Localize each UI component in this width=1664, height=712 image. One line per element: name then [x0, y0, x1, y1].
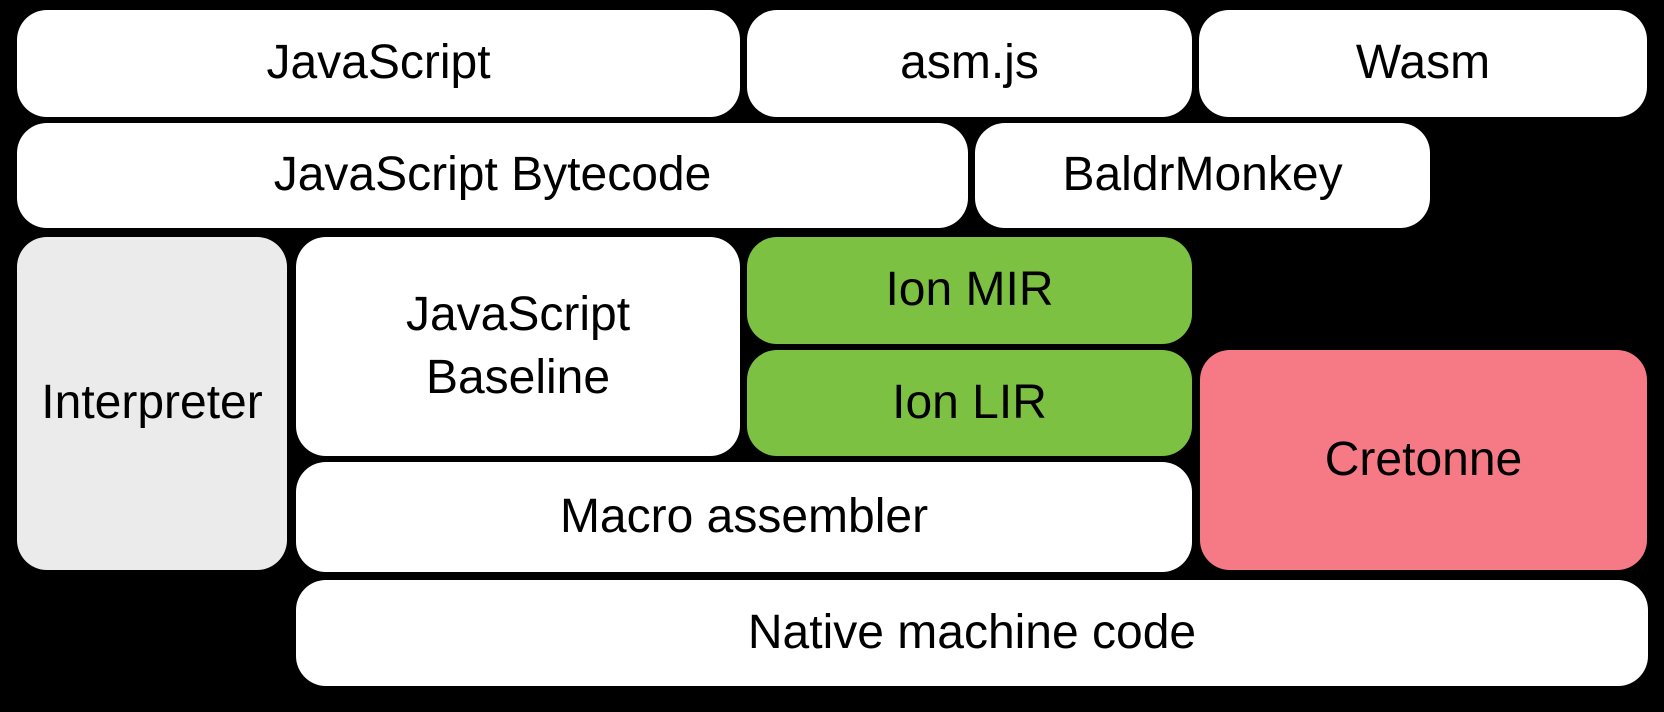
box-asmjs-label: asm.js	[900, 36, 1039, 90]
box-baldrmonkey-label: BaldrMonkey	[1062, 148, 1343, 202]
box-cretonne-label: Cretonne	[1324, 432, 1523, 486]
box-ion-mir: Ion MIR	[747, 237, 1192, 344]
box-ion-lir-label: Ion LIR	[892, 375, 1047, 429]
box-javascript: JavaScript	[17, 10, 740, 117]
box-native-machine-code: Native machine code	[296, 580, 1648, 686]
box-javascript-label: JavaScript	[266, 36, 491, 90]
box-interpreter-label: Interpreter	[41, 376, 263, 430]
box-macro-assembler: Macro assembler	[296, 462, 1192, 572]
box-asmjs: asm.js	[747, 10, 1192, 117]
box-wasm-label: Wasm	[1355, 36, 1491, 90]
box-ion-lir: Ion LIR	[747, 350, 1192, 456]
box-javascript-bytecode-label: JavaScript Bytecode	[273, 148, 712, 202]
box-macro-assembler-label: Macro assembler	[559, 489, 929, 543]
box-native-machine-code-label: Native machine code	[747, 605, 1197, 659]
box-ion-mir-label: Ion MIR	[885, 263, 1054, 317]
box-wasm: Wasm	[1199, 10, 1647, 117]
box-interpreter: Interpreter	[17, 237, 287, 570]
box-baldrmonkey: BaldrMonkey	[975, 123, 1430, 228]
box-javascript-baseline-label: JavaScript Baseline	[405, 288, 631, 404]
box-javascript-bytecode: JavaScript Bytecode	[17, 123, 968, 228]
box-javascript-baseline: JavaScript Baseline	[296, 237, 740, 456]
box-cretonne: Cretonne	[1200, 350, 1647, 570]
